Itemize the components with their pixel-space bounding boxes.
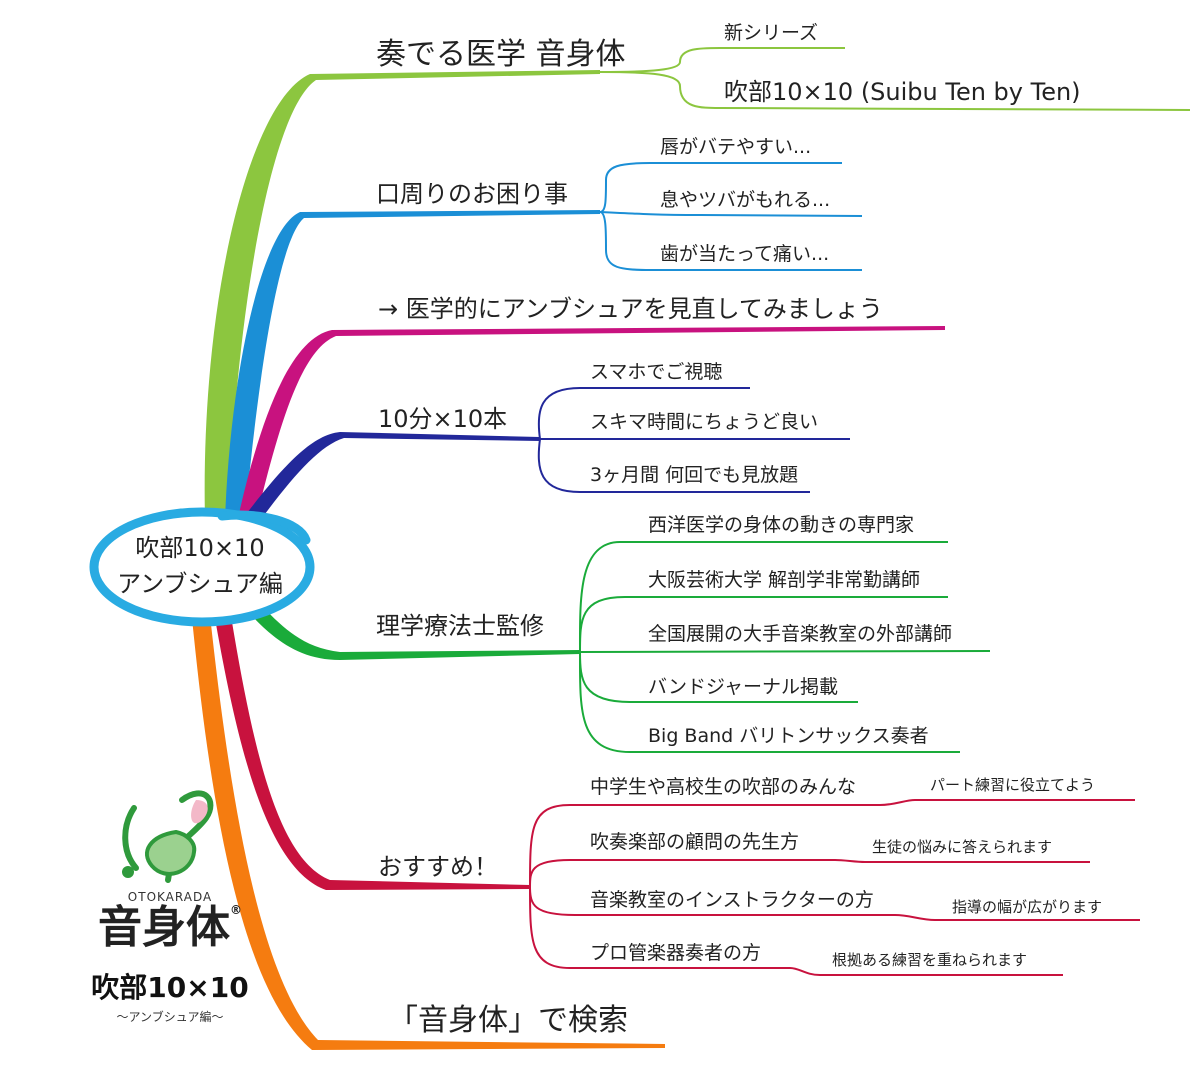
child-label-breath: 息やツバがもれる... (660, 189, 831, 211)
child-label-3-months: 3ヶ月間 何回でも見放題 (590, 464, 799, 486)
child-label-instructors: 音楽教室のインストラクターの方 (590, 889, 874, 911)
branch-line-supervisor (252, 606, 580, 660)
child-label-suibu: 吹部10×10 (Suibu Ten by Ten) (724, 78, 1081, 106)
child-label-osaka-univ: 大阪芸術大学 解剖学非常勤講師 (648, 569, 921, 591)
child-label-spare-time: スキマ時間にちょうど良い (590, 411, 819, 433)
branch-children-mouth (599, 162, 863, 271)
grandchild-label-evidence: 根拠ある練習を重ねられます (832, 951, 1028, 969)
child-label-pro-players: プロ管楽器奏者の方 (590, 942, 762, 964)
child-label-big-band: Big Band バリトンサックス奏者 (648, 725, 929, 747)
branch-label-search: 「音身体」で検索 (388, 1003, 628, 1038)
center-node-ring (89, 507, 315, 627)
branch-line-recommend (216, 622, 530, 890)
child-label-advisors: 吹奏楽部の顧問の先生方 (590, 831, 800, 853)
branch-line-10x10 (240, 432, 540, 526)
branch-children-medicine (599, 47, 1191, 111)
logo-block: OTOKARADA 音身体® 吹部10×10 ～アンブシュア編～ (70, 890, 270, 1025)
branch-line-review (238, 326, 945, 520)
child-label-music-school: 全国展開の大手音楽教室の外部講師 (648, 623, 953, 645)
center-title-line1: 吹部10×10 (135, 534, 265, 562)
child-label-new-series: 新シリーズ (724, 22, 819, 44)
center-title-line2: アンブシュア編 (117, 570, 283, 598)
center-node-flourish (217, 510, 311, 545)
logo-title: 吹部10×10 (91, 971, 249, 1005)
logo-brand-jp: 音身体® (70, 902, 270, 953)
branch-label-recommend: おすすめ！ (378, 853, 498, 881)
treble-clef-logo-icon (122, 790, 214, 883)
branch-label-medicine: 奏でる医学 音身体 (376, 37, 626, 72)
logo-registered-mark: ® (230, 903, 242, 917)
grandchild-label-student-worries: 生徒の悩みに答えられます (872, 838, 1053, 856)
child-label-band-journal: バンドジャーナル掲載 (648, 676, 839, 698)
branch-children-recommend (529, 799, 1140, 976)
child-label-lips: 唇がバテやすい... (660, 136, 812, 158)
child-label-teeth: 歯が当たって痛い... (660, 243, 830, 265)
child-label-smartphone: スマホでご視聴 (590, 361, 723, 383)
logo-subtitle: ～アンブシュア編～ (116, 1010, 224, 1025)
branch-label-10x10: 10分×10本 (378, 405, 508, 433)
branch-children-supervisor (578, 541, 991, 753)
grandchild-label-teaching: 指導の幅が広がります (952, 898, 1103, 916)
logo-brand-jp-text: 音身体 (98, 902, 230, 953)
branch-label-mouth: 口周りのお困り事 (376, 180, 568, 208)
branch-label-review: → 医学的にアンブシュアを見直してみましょう (378, 295, 883, 323)
child-label-western-medicine: 西洋医学の身体の動きの専門家 (648, 514, 915, 536)
logo-brand-en: OTOKARADA (127, 890, 213, 904)
grandchild-label-part-practice: パート練習に役立てよう (930, 776, 1096, 794)
branch-children-10x10 (537, 387, 850, 493)
child-label-students: 中学生や高校生の吹部のみんな (590, 776, 857, 798)
branch-label-supervisor: 理学療法士監修 (376, 612, 544, 640)
center-node: 吹部10×10 アンブシュア編 (100, 530, 300, 602)
